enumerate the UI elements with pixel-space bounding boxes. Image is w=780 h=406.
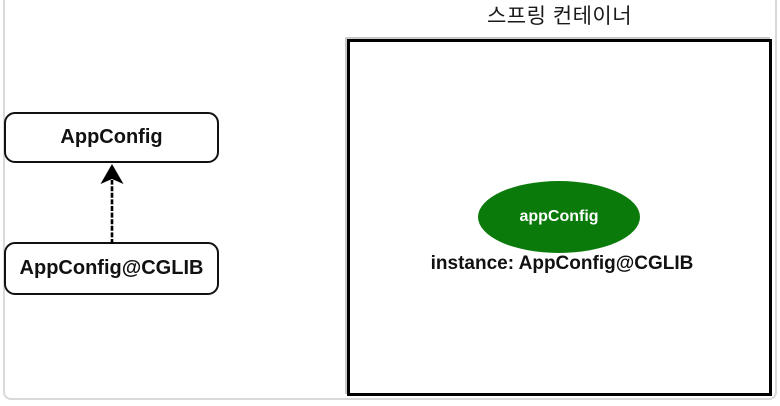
spring-container-title: 스프링 컨테이너 [486, 5, 633, 28]
class-box-appconfig-cglib: AppConfig@CGLIB [4, 242, 219, 295]
bean-ellipse: appConfig [478, 181, 640, 253]
bean-label: appConfig [519, 208, 599, 225]
class-box-appconfig-cglib-label: AppConfig@CGLIB [19, 257, 204, 279]
class-box-appconfig: AppConfig [4, 112, 219, 163]
instance-label: instance: AppConfig@CGLIB [430, 253, 694, 274]
extends-arrow-icon [100, 164, 124, 244]
class-box-appconfig-label: AppConfig [60, 126, 163, 148]
